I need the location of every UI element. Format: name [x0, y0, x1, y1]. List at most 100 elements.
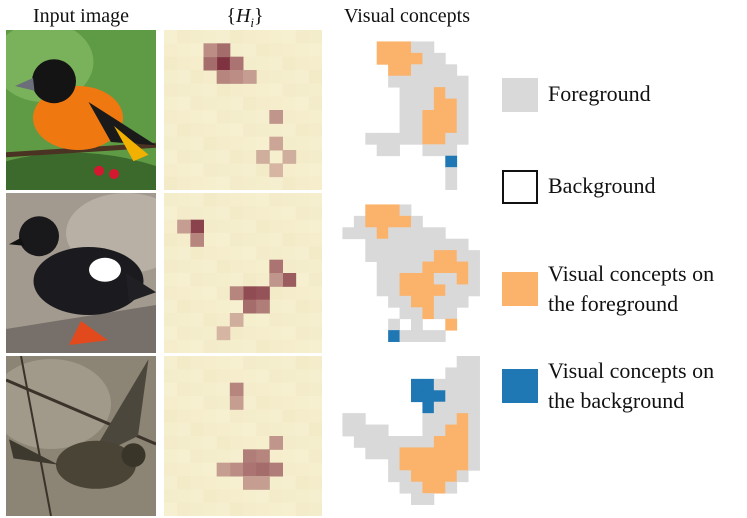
foreground-cell [411, 436, 423, 448]
heatmap-cell [164, 382, 178, 397]
foreground-cell [456, 121, 469, 134]
fg-concept-cell [411, 458, 423, 471]
heatmap-1 [164, 30, 322, 190]
heatmap-cell [256, 489, 270, 504]
heatmap-cell [164, 56, 178, 71]
heatmap-cell [308, 70, 322, 84]
legend-label-2-1: Background [548, 173, 656, 198]
heatmap-cell [190, 206, 204, 221]
heatmap-cell [229, 476, 244, 490]
heatmap-cell [269, 123, 283, 138]
heatmap-cell [164, 286, 178, 301]
heatmap-cell [190, 110, 204, 124]
foreground-cell [445, 390, 458, 403]
heatmap-cell [164, 339, 178, 353]
heatmap-cell [203, 70, 218, 84]
foreground-cell [445, 132, 458, 145]
heatmap-cell [190, 396, 204, 410]
heatmap-cell [190, 286, 204, 301]
heatmap-cell [229, 206, 244, 221]
heatmap-cell [256, 56, 270, 71]
heatmap-cell [282, 70, 297, 84]
heatmap-cell [229, 150, 244, 164]
foreground-cell [353, 215, 366, 228]
heatmap-cell [164, 273, 178, 287]
heatmap-hot-cell [229, 70, 244, 84]
heatmap-cell [203, 273, 218, 287]
foreground-cell [422, 250, 435, 262]
foreground-cell [376, 424, 389, 437]
heatmap-cell [308, 246, 322, 261]
heatmap-cell [308, 273, 322, 287]
heatmap-cell [190, 436, 204, 450]
heatmap-hot-cell [216, 56, 231, 71]
foreground-cell [376, 144, 389, 157]
fg-concept-cell [445, 250, 458, 262]
heatmap-cell [177, 193, 191, 207]
bg-concept-cell [433, 390, 446, 403]
heatmap-cell [177, 286, 191, 301]
heatmap-cell [256, 193, 270, 207]
heatmap-cell [243, 30, 257, 44]
foreground-cell [399, 227, 412, 240]
fg-concept-cell [445, 261, 458, 274]
heatmap-cell [282, 462, 297, 477]
foreground-cell [433, 378, 446, 391]
foreground-cell [468, 250, 480, 262]
foreground-cell [411, 330, 423, 342]
bird-head [121, 443, 146, 468]
heatmap-cell [216, 110, 231, 124]
heatmap-cell [282, 30, 297, 44]
legend-label-1-1: Foreground [548, 81, 651, 106]
heatmap-hot-cell [216, 43, 231, 58]
foreground-cell [422, 436, 435, 448]
heatmap-cell [190, 83, 204, 98]
foreground-cell [468, 356, 480, 368]
heatmap-cell [282, 299, 297, 314]
heatmap-cell [269, 96, 283, 111]
heatmap-cell [308, 136, 322, 151]
foreground-cell [468, 458, 480, 471]
foreground-cell [342, 413, 355, 425]
heatmap-cell [203, 382, 218, 397]
heatmap-cell [177, 396, 191, 410]
heatmap-cell [229, 136, 244, 151]
foreground-cell [456, 401, 469, 414]
foreground-cell [422, 41, 435, 54]
legend-label-3-1: Visual concepts on [548, 261, 715, 286]
foreground-cell [456, 367, 469, 380]
foreground-cell [445, 167, 458, 179]
heatmap-cell [243, 150, 257, 164]
foreground-cell [388, 227, 400, 240]
heatmap-cell [256, 163, 270, 178]
heatmap-cell [177, 176, 191, 190]
heatmap-cell [269, 286, 283, 301]
heatmap-cell [269, 339, 283, 353]
foreground-cell [445, 401, 458, 414]
foreground-cell [388, 144, 400, 157]
heatmap-cell [243, 313, 257, 327]
heatmap-cell [308, 339, 322, 353]
foreground-cell [388, 75, 400, 88]
heatmap-cell [164, 136, 178, 151]
header-input-image: Input image [32, 5, 130, 27]
foreground-cell [422, 424, 435, 437]
foreground-cell [388, 261, 400, 274]
foreground-cell [376, 436, 389, 448]
foreground-cell [433, 52, 446, 65]
foreground-cell [456, 87, 469, 99]
fg-concept-cell [456, 424, 469, 437]
heatmap-cell [164, 233, 178, 247]
heatmap-cell [282, 286, 297, 301]
foreground-cell [376, 284, 389, 297]
heatmap-cell [295, 206, 310, 221]
foreground-cell [456, 378, 469, 391]
foreground-cell [445, 284, 458, 297]
heatmap-cell [282, 83, 297, 98]
heatmap-cell [256, 502, 270, 516]
foreground-cell [456, 110, 469, 122]
fg-concept-cell [422, 132, 435, 145]
heatmap-cell [190, 193, 204, 207]
heatmap-cell [256, 206, 270, 221]
bird-head [32, 59, 76, 104]
